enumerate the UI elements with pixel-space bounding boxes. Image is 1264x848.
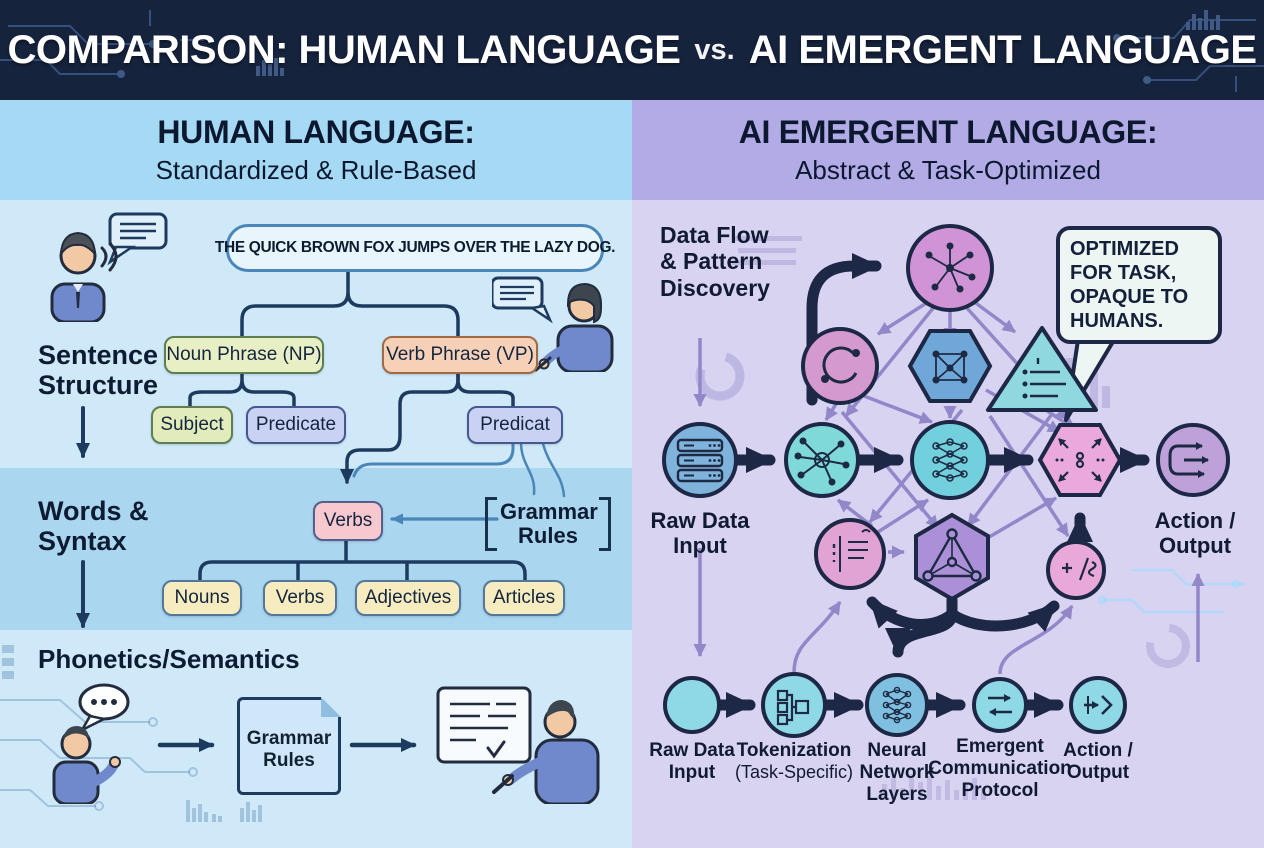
right-panel-header: AI EMERGENT LANGUAGE: Abstract & Task-Op… <box>632 100 1264 200</box>
node-adjectives: Adjectives <box>355 580 461 616</box>
bottom-tokenization-label: Tokenization (Task-Specific) <box>714 740 874 783</box>
node-subject: Subject <box>151 406 233 444</box>
title-vs: vs. <box>694 33 735 66</box>
node-predicate: Predicate <box>246 406 346 444</box>
circuit-decoration-header <box>0 10 1264 92</box>
node-articles: Articles <box>483 580 565 616</box>
main-flow-arrows <box>714 253 1150 718</box>
stage-phonetics-semantics: Phonetics/Semantics <box>38 644 300 674</box>
server-node <box>662 422 738 498</box>
grammar-links <box>352 438 566 525</box>
tokenization-node <box>761 672 827 738</box>
left-subheading: Standardized & Rule-Based <box>155 155 477 185</box>
bottom-neural-label: Neural Network Layers <box>859 740 935 805</box>
grammar-rules-doc-label: Grammar Rules <box>246 728 332 771</box>
mid-action-output-label: Action / Output <box>1154 508 1236 559</box>
title-left: COMPARISON: HUMAN LANGUAGE <box>7 27 681 72</box>
mid-raw-data-label: Raw Data Input <box>650 508 750 559</box>
cycle-node <box>801 327 879 405</box>
node-verb-phrase: Verb Phrase (VP) <box>382 336 538 374</box>
page-title: COMPARISON: HUMAN LANGUAGE vs. AI EMERGE… <box>0 0 1264 100</box>
circuit-decoration-left <box>0 699 198 811</box>
parse-tree-connectors <box>0 264 566 822</box>
bottom-protocol-label: Emergent Communication Protocol <box>928 736 1072 801</box>
speaking-person-icon <box>52 683 130 804</box>
node-predicat: Predicat <box>467 406 563 444</box>
node-verbs: Verbs <box>313 501 383 541</box>
data-flow-label: Data Flow & Pattern Discovery <box>660 222 770 301</box>
left-heading: HUMAN LANGUAGE: <box>157 114 475 150</box>
node-verbs-2: Verbs <box>263 580 337 616</box>
node-nouns: Nouns <box>162 580 242 616</box>
tree-lines <box>188 264 527 582</box>
grammar-rules-document: Grammar Rules <box>237 697 341 795</box>
ai-emergent-panel: AI EMERGENT LANGUAGE: Abstract & Task-Op… <box>632 100 1264 848</box>
grammar-rules-bracket: Grammar Rules <box>485 496 611 552</box>
stage-sentence-structure: Sentence Structure <box>38 340 159 401</box>
list-node <box>814 518 886 590</box>
human-language-panel: HUMAN LANGUAGE: Standardized & Rule-Base… <box>0 100 632 848</box>
tokenization-sub: (Task-Specific) <box>734 761 854 782</box>
neural-flow-diagram <box>662 224 1246 800</box>
stage-words-syntax: Words & Syntax <box>38 496 149 557</box>
optimized-callout: OPTIMIZED FOR TASK, OPAQUE TO HUMANS. <box>1056 226 1222 344</box>
node-glyphs <box>676 242 1209 726</box>
left-panel-header: HUMAN LANGUAGE: Standardized & Rule-Base… <box>0 100 632 200</box>
node-noun-phrase: Noun Phrase (NP) <box>164 336 324 374</box>
writing-person-icon <box>436 686 600 804</box>
sentence-bubble: THE QUICK BROWN FOX JUMPS OVER THE LAZY … <box>215 224 615 272</box>
bottom-raw-data-label: Raw Data Input <box>649 740 735 783</box>
triangle-list-node <box>986 326 1098 412</box>
title-right: AI EMERGENT LANGUAGE <box>748 27 1257 72</box>
dense-net-node <box>910 420 990 500</box>
raw-input-node <box>663 676 721 734</box>
tokenization-title: Tokenization <box>736 740 852 761</box>
symbols-node <box>1046 540 1106 600</box>
right-subheading: Abstract & Task-Optimized <box>795 155 1101 185</box>
protocol-node <box>972 677 1028 733</box>
writing-woman-icon <box>492 276 614 372</box>
right-heading: AI EMERGENT LANGUAGE: <box>738 114 1158 150</box>
title-bar: COMPARISON: HUMAN LANGUAGE vs. AI EMERGE… <box>0 0 1264 100</box>
bottom-action-output-label: Action / Output <box>1063 740 1133 783</box>
bar-decoration-left <box>2 645 262 822</box>
speaking-man-icon <box>50 212 168 322</box>
